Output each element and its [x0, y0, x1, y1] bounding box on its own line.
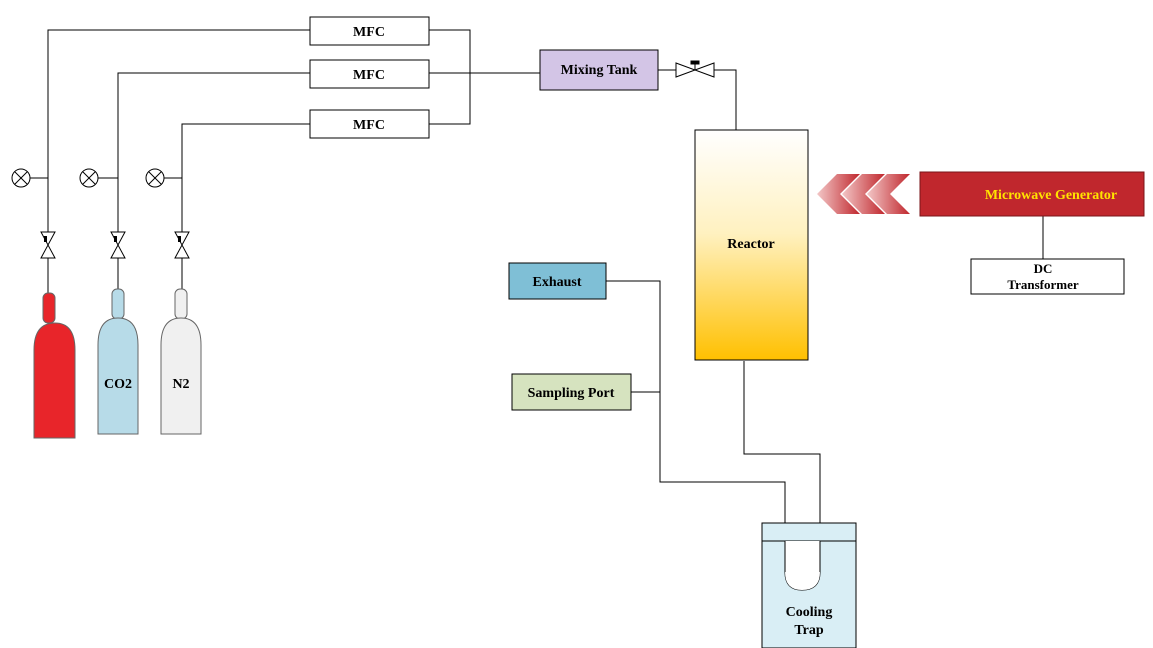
exhaust[interactable] — [508, 262, 607, 300]
gas-cylinder-co2[interactable] — [97, 288, 139, 435]
mfc-label-1: MFC — [353, 25, 385, 40]
mfc-label-2: MFC — [353, 68, 385, 83]
valve-mixer[interactable] — [675, 60, 715, 78]
pipe-gas-n2 — [181, 123, 310, 294]
cooling-trap[interactable] — [761, 522, 857, 648]
mfc-box-2[interactable] — [309, 59, 430, 89]
mfc-box-3[interactable] — [309, 109, 430, 139]
microwave-generator[interactable] — [919, 171, 1145, 217]
cylinder-valves — [40, 231, 190, 259]
microwave-generator-label: Microwave Generator — [985, 188, 1117, 203]
valve-cylinder-1[interactable] — [40, 231, 56, 259]
dc-transformer-label-2: Transformer — [1007, 277, 1078, 292]
microwave-arrows-icon — [817, 174, 910, 214]
valve-cylinder-co2[interactable] — [110, 231, 126, 259]
sampling-port-label: Sampling Port — [528, 386, 615, 401]
mfc-group: MFC MFC MFC — [309, 16, 430, 139]
pipe-gas-1 — [47, 29, 310, 294]
gas-cylinders — [33, 288, 202, 439]
pipe-mfc-1-out — [429, 29, 471, 125]
mixing-tank[interactable] — [539, 49, 659, 91]
reactor-label: Reactor — [727, 237, 774, 252]
mfc-label-3: MFC — [353, 118, 385, 133]
pipe-to-reactor — [714, 69, 737, 130]
valve-cylinder-n2[interactable] — [174, 231, 190, 259]
mfc-box-1[interactable] — [309, 16, 430, 46]
cylinder-label-co2: CO2 — [104, 377, 132, 392]
dc-transformer-label-1: DC — [1034, 261, 1053, 276]
pipe-reactor-out — [743, 361, 821, 572]
pipe-trap-return — [606, 280, 786, 572]
exhaust-label: Exhaust — [532, 275, 581, 290]
sampling-port[interactable] — [511, 373, 632, 411]
gauge-icon — [145, 168, 165, 188]
gas-cylinder-n2[interactable] — [160, 288, 202, 435]
dc-transformer[interactable] — [970, 258, 1125, 295]
cooling-trap-label-1: Cooling — [786, 605, 833, 620]
gauge-icon — [11, 168, 31, 188]
cooling-trap-label-2: Trap — [794, 623, 824, 638]
reactor[interactable] — [694, 129, 809, 361]
cylinder-label-n2: N2 — [172, 377, 189, 392]
mixing-tank-label: Mixing Tank — [561, 63, 638, 78]
pressure-gauges — [11, 168, 165, 188]
gas-cylinder-1[interactable] — [33, 292, 76, 439]
pipe-gas-co2 — [117, 72, 310, 294]
gauge-icon — [79, 168, 99, 188]
